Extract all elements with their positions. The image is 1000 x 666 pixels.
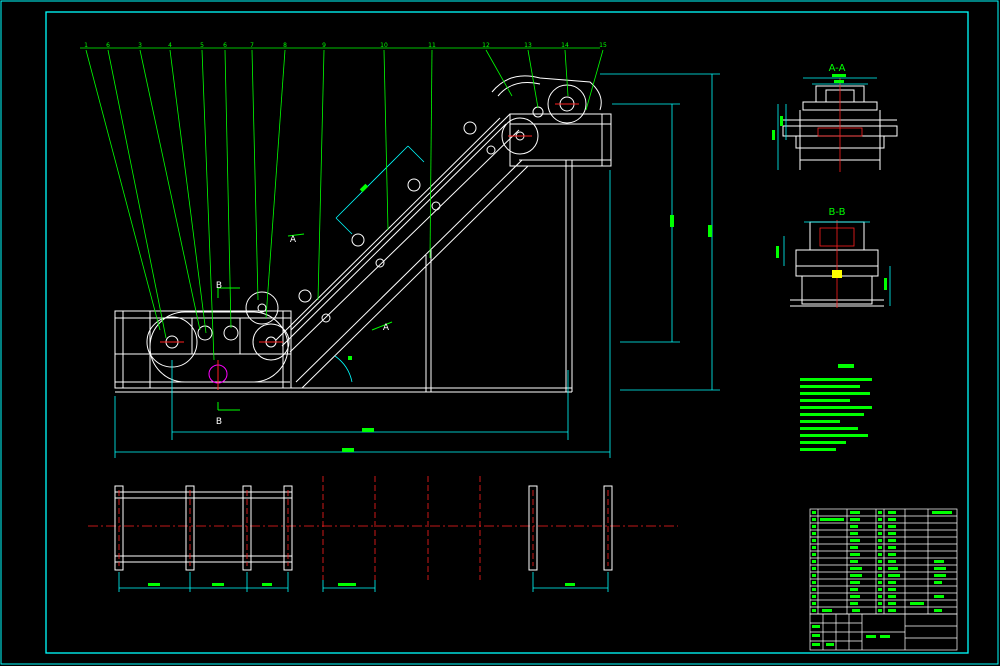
dimension-texts: [342, 183, 712, 452]
section-b-details: [819, 220, 855, 308]
title-block-grid: [809, 613, 958, 651]
plan-frame: [114, 485, 613, 571]
view-mark-b-bottom: B: [216, 417, 222, 427]
balloon-15: 15: [599, 42, 607, 49]
view-mark-a-top: A: [290, 235, 297, 245]
plan-member-lines: [118, 476, 609, 580]
section-a-view: A-A: [772, 63, 898, 172]
plan-dimension-texts: [148, 583, 575, 586]
balloon-8: 8: [283, 42, 287, 49]
section-b-view: B-B: [776, 207, 891, 308]
parts-list-table: [809, 508, 958, 615]
view-mark-a-bottom: A: [383, 323, 390, 333]
balloon-5: 5: [200, 42, 204, 49]
section-b-title: B-B: [829, 207, 846, 218]
section-b-dimensions: [783, 221, 891, 306]
balloon-13: 13: [524, 42, 532, 49]
section-a-dimensions: [777, 77, 877, 170]
balloon-14: 14: [561, 42, 569, 49]
dimension-lines: [114, 73, 720, 458]
balloon-10: 10: [380, 42, 388, 49]
balloon-4: 4: [168, 42, 172, 49]
conveyor-frame: [114, 75, 612, 393]
view-mark-b-top: B: [216, 281, 222, 291]
balloon-9: 9: [322, 42, 326, 49]
parts-list-entries: [812, 511, 952, 612]
section-b-highlight: [832, 270, 842, 278]
technical-notes: [800, 364, 872, 451]
section-arrows: [217, 233, 393, 411]
conveyor-elevation-view: 1 6 3 4 5 6 7 8 9 10 11 12 13 14 15 B B …: [80, 42, 720, 458]
balloon-3: 3: [138, 42, 142, 49]
plan-dimensions: [118, 572, 609, 592]
section-b-dim-texts: [776, 246, 887, 290]
balloon-1: 1: [84, 42, 88, 49]
title-block: [809, 613, 958, 651]
balloon-labels: 1 6 3 4 5 6 7 8 9 10 11 12 13 14 15: [84, 42, 607, 49]
balloon-11: 11: [428, 42, 436, 49]
balloon-6: 6: [223, 42, 227, 49]
leader-lines: [80, 47, 604, 361]
title-block-entries: [812, 625, 890, 646]
balloon-7: 7: [250, 42, 254, 49]
section-a-dim-texts: [772, 74, 846, 140]
section-a-details: [817, 78, 863, 172]
section-letters: B B A A: [216, 235, 390, 427]
balloon-12: 12: [482, 42, 490, 49]
plan-view: [88, 476, 678, 592]
balloon-2: 6: [106, 42, 110, 49]
section-a-title: A-A: [829, 63, 846, 74]
center-marks: [160, 103, 579, 390]
